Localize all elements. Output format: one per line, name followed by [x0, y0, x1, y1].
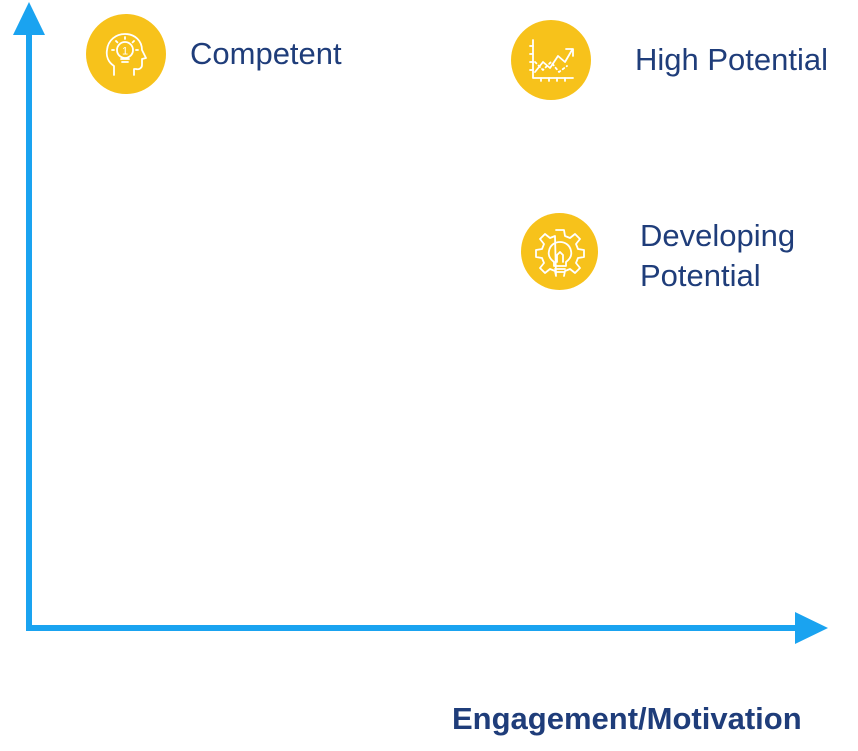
quadrant-item-developing-potential: Developing Potential: [521, 213, 795, 296]
y-axis-arrowhead: [13, 2, 45, 35]
svg-text:1: 1: [122, 46, 128, 58]
x-axis-label: Engagement/Motivation: [452, 701, 802, 736]
competent-label: Competent: [190, 36, 342, 71]
x-axis-arrowhead: [795, 612, 828, 644]
developing-potential-label: Developing Potential: [640, 218, 796, 293]
gear-lightbulb-icon: [521, 213, 598, 290]
quadrant-item-competent: 1 Competent: [86, 14, 342, 94]
quadrant-item-high-potential: High Potential: [511, 20, 828, 100]
growth-chart-icon: [511, 20, 591, 100]
head-idea-icon: 1: [86, 14, 166, 94]
high-potential-label: High Potential: [635, 42, 829, 77]
